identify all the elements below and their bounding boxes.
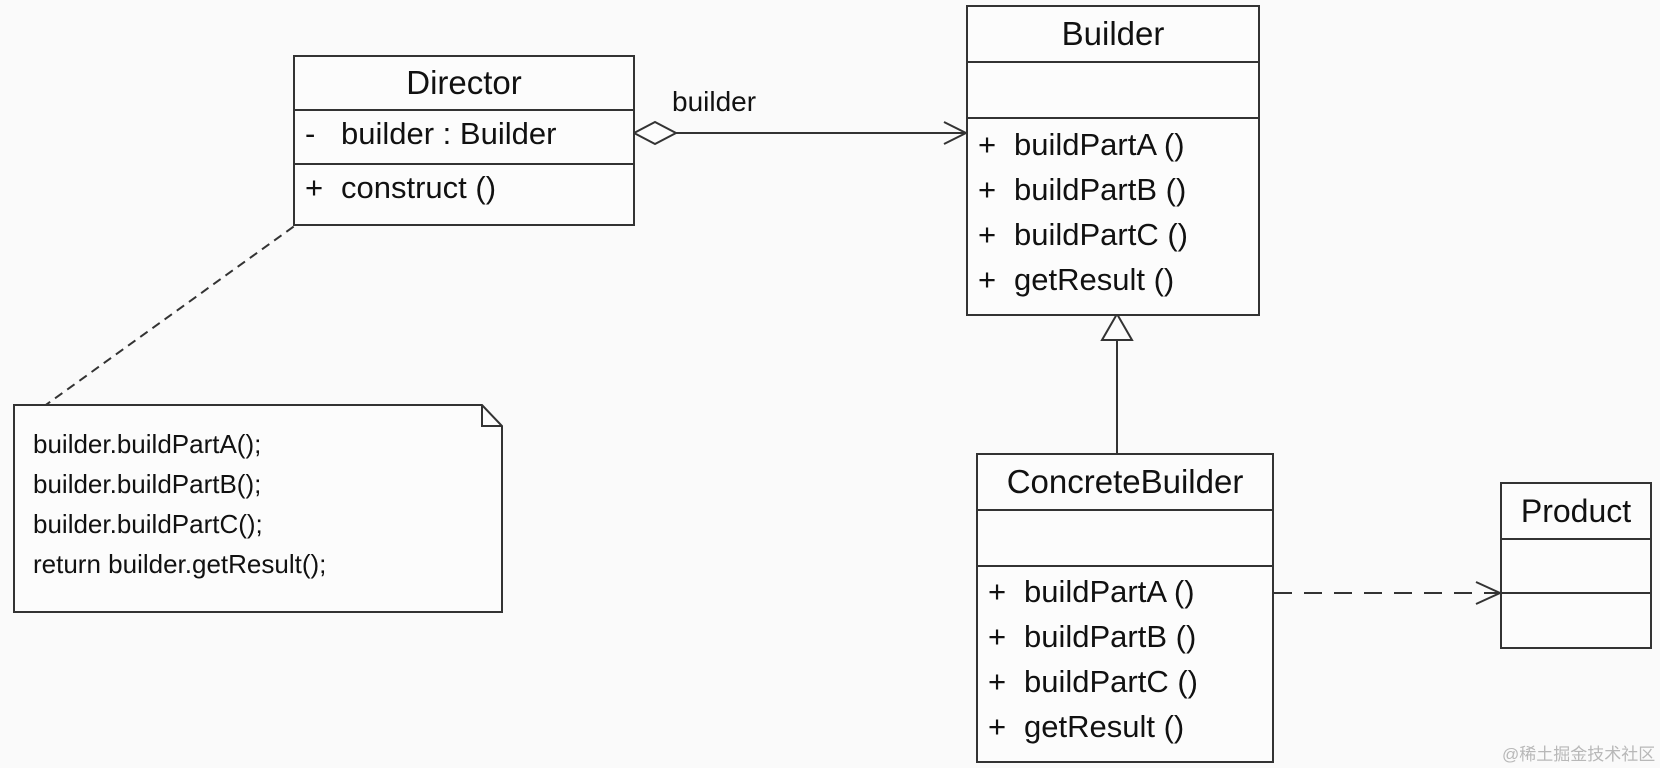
operation-text: buildPartA () (1024, 574, 1195, 609)
visibility-marker: + (978, 172, 997, 207)
operation-text: buildPartB () (1024, 619, 1197, 654)
visibility-marker: + (978, 127, 997, 162)
note-anchor-line (35, 208, 319, 413)
operation-text: buildPartB () (1014, 172, 1187, 207)
attributes-section (978, 511, 1272, 567)
operation-row: + buildPartC () (968, 212, 1258, 257)
operation-text: buildPartC () (1014, 217, 1188, 252)
operations-section: + buildPartA () + buildPartB () + buildPart… (978, 567, 1272, 749)
class-name: Product (1502, 484, 1650, 540)
visibility-marker: + (988, 619, 1007, 654)
note-line: builder.buildPartB(); (33, 469, 262, 499)
operation-row: + buildPartB () (968, 167, 1258, 212)
note-text: builder.buildPartA(); builder.buildPartB(… (33, 424, 326, 584)
visibility-marker: - (305, 116, 316, 151)
operation-row: + buildPartC () (978, 659, 1272, 704)
class-director[interactable]: Director -builder : Builder + construct (… (293, 55, 635, 226)
note-line: builder.buildPartC(); (33, 509, 263, 539)
watermark: @稀土掘金技术社区 (1502, 745, 1656, 764)
attributes-section (1502, 540, 1650, 594)
operation-text: getResult () (1014, 262, 1175, 297)
generalization-concretebuilder-builder (1100, 311, 1134, 453)
aggregation-director-builder (631, 120, 969, 146)
class-builder[interactable]: Builder + buildPartA () + buildPartB () + b… (966, 5, 1260, 316)
note-shape (13, 404, 503, 613)
operation-text: getResult () (1024, 709, 1185, 744)
visibility-marker: + (988, 664, 1007, 699)
operations-section: + buildPartA () + buildPartB () + buildPart… (968, 119, 1258, 302)
operation-row: + getResult () (978, 704, 1272, 749)
operation-row: + getResult () (968, 257, 1258, 302)
association-role-label: builder (672, 86, 757, 117)
class-concrete-builder[interactable]: ConcreteBuilder + buildPartA () + buildPar… (976, 453, 1274, 763)
class-name: Builder (968, 7, 1258, 63)
note-line: return builder.getResult(); (33, 549, 327, 579)
operations-section: + construct () (295, 165, 633, 210)
visibility-marker: + (978, 217, 997, 252)
note-line: builder.buildPartA(); (33, 429, 262, 459)
operation-text: buildPartC () (1024, 664, 1198, 699)
attributes-section (968, 63, 1258, 119)
visibility-marker: + (978, 262, 997, 297)
visibility-marker: + (305, 170, 324, 205)
class-product[interactable]: Product (1500, 482, 1652, 649)
operation-row: + buildPartA () (978, 569, 1272, 614)
attribute-text: builder : Builder (341, 116, 557, 151)
operation-text: buildPartA () (1014, 127, 1185, 162)
operation-row: + construct () (295, 165, 633, 210)
aggregation-diamond (631, 120, 679, 146)
attributes-section: -builder : Builder (295, 111, 633, 165)
operation-row: + buildPartB () (978, 614, 1272, 659)
class-name: Director (295, 57, 633, 111)
inheritance-triangle (1100, 311, 1134, 341)
visibility-marker: + (988, 709, 1007, 744)
attribute-row: -builder : Builder (295, 111, 633, 156)
operation-text: construct () (341, 170, 497, 205)
dependency-concretebuilder-product (1274, 581, 1503, 605)
class-name: ConcreteBuilder (978, 455, 1272, 511)
operation-row: + buildPartA () (968, 122, 1258, 167)
visibility-marker: + (988, 574, 1007, 609)
